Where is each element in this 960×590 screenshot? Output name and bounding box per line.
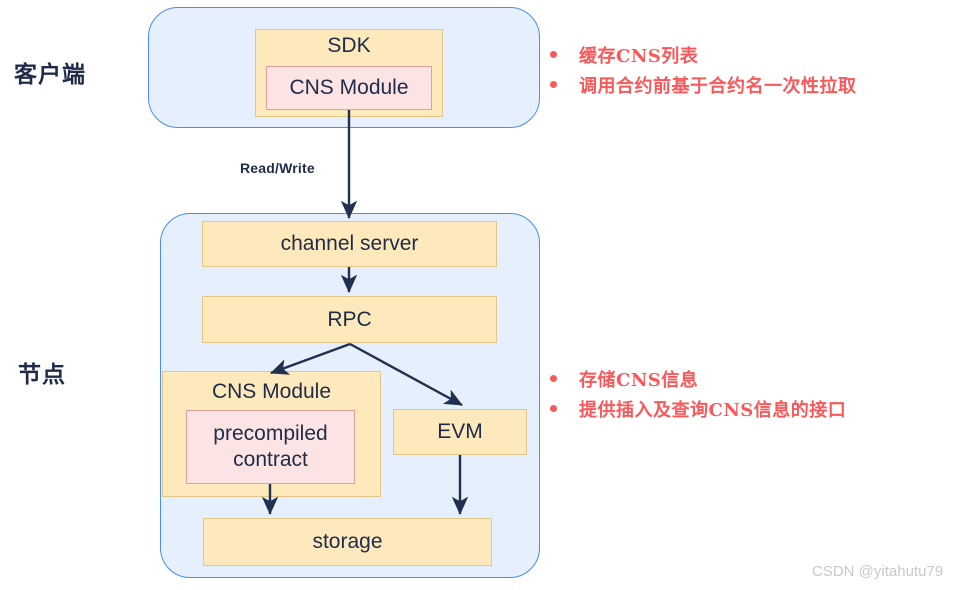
read-write-arrow-label: Read/Write (240, 160, 315, 176)
watermark: CSDN @yitahutu79 (812, 563, 944, 580)
precompiled-contract-label-line1: precompiled (213, 421, 328, 445)
node-annotation-item-1: 存储CNS信息 (550, 366, 846, 392)
storage-label: storage (312, 530, 383, 553)
precompiled-contract-label-line2: contract (233, 448, 308, 471)
evm-label: EVM (437, 420, 483, 443)
client-cns-module-box[interactable]: CNS Module (266, 66, 432, 110)
sdk-label: SDK (327, 34, 371, 57)
bullet-icon (550, 375, 557, 382)
node-annotation-list: 存储CNS信息 提供插入及查询CNS信息的接口 (550, 366, 846, 426)
bullet-icon (550, 81, 557, 88)
channel-server-box[interactable]: channel server (202, 221, 497, 267)
node-annotation-text-2: 提供插入及查询CNS信息的接口 (579, 400, 847, 421)
node-cns-module-label: CNS Module (211, 380, 332, 403)
section-label-client: 客户端 (14, 61, 86, 88)
bullet-icon (550, 405, 557, 412)
evm-box[interactable]: EVM (393, 409, 527, 455)
section-label-node: 节点 (18, 361, 66, 388)
client-annotation-text-2: 调用合约前基于合约名一次性拉取 (579, 76, 857, 97)
bullet-icon (550, 51, 557, 58)
node-annotation-text-1: 存储CNS信息 (579, 370, 699, 391)
client-cns-module-label: CNS Module (289, 75, 409, 99)
rpc-box[interactable]: RPC (202, 296, 497, 343)
storage-box[interactable]: storage (203, 518, 492, 566)
client-annotation-list: 缓存CNS列表 调用合约前基于合约名一次性拉取 (550, 42, 857, 102)
node-annotation-item-2: 提供插入及查询CNS信息的接口 (550, 396, 846, 422)
client-annotation-text-1: 缓存CNS列表 (579, 46, 699, 67)
rpc-label: RPC (327, 307, 372, 331)
precompiled-contract-box[interactable]: precompiled contract (186, 410, 355, 484)
client-annotation-item-2: 调用合约前基于合约名一次性拉取 (550, 72, 857, 98)
channel-server-label: channel server (280, 232, 419, 255)
client-annotation-item-1: 缓存CNS列表 (550, 42, 857, 68)
